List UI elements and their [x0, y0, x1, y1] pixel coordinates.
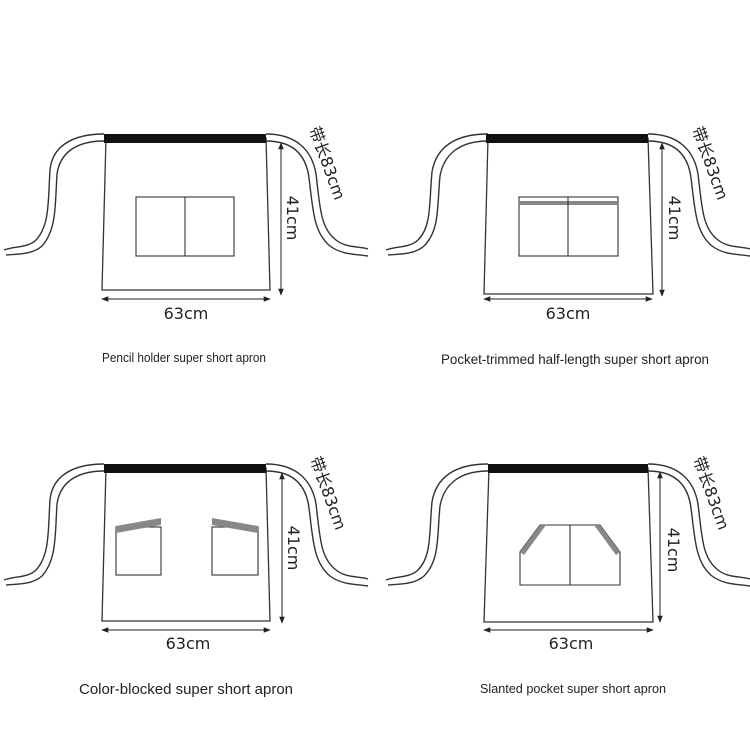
height-label: 41cm — [664, 528, 683, 573]
left-strap — [3, 463, 105, 586]
waistband — [488, 464, 648, 473]
apron-panel-pocket-trimmed: 63cm 41cm 带长83cm Pocket-trimmed half-len… — [385, 124, 750, 367]
left-strap — [385, 133, 489, 256]
apron-caption: Slanted pocket super short apron — [480, 681, 666, 696]
waistband — [486, 134, 648, 143]
right-strap — [265, 463, 369, 587]
strap-length-label: 带长83cm — [305, 124, 349, 203]
waistband — [104, 464, 266, 473]
right-strap — [265, 133, 369, 257]
right-strap — [647, 463, 750, 587]
right-pocket-color-block — [212, 518, 258, 533]
pocket-right-slant-trim — [594, 525, 620, 555]
width-label: 63cm — [549, 634, 594, 653]
apron-caption: Pencil holder super short apron — [102, 350, 266, 365]
apron-panel-slanted-pocket: 63cm 41cm 带长83cm Slanted pocket super sh… — [385, 454, 750, 696]
left-pocket-color-block — [116, 518, 161, 533]
apron-panel-pencil-holder: 63cm 41cm 带长83cm Pencil holder super sho… — [3, 124, 369, 365]
height-label: 41cm — [284, 526, 303, 571]
waistband — [104, 134, 266, 143]
height-label: 41cm — [283, 196, 302, 241]
apron-caption: Color-blocked super short apron — [79, 681, 293, 698]
right-strap — [647, 133, 750, 257]
apron-body — [483, 467, 654, 623]
apron-caption: Pocket-trimmed half-length super short a… — [441, 351, 709, 367]
apron-body — [101, 137, 271, 291]
width-label: 63cm — [164, 304, 209, 323]
pocket-left-slant-trim — [520, 525, 546, 555]
apron-panel-color-blocked: 63cm 41cm 带长83cm Color-blocked super sho… — [3, 454, 369, 698]
width-label: 63cm — [166, 634, 211, 653]
width-label: 63cm — [546, 304, 591, 323]
height-label: 41cm — [665, 196, 684, 241]
left-strap — [3, 133, 105, 256]
apron-body — [101, 467, 271, 622]
left-strap — [385, 463, 489, 586]
